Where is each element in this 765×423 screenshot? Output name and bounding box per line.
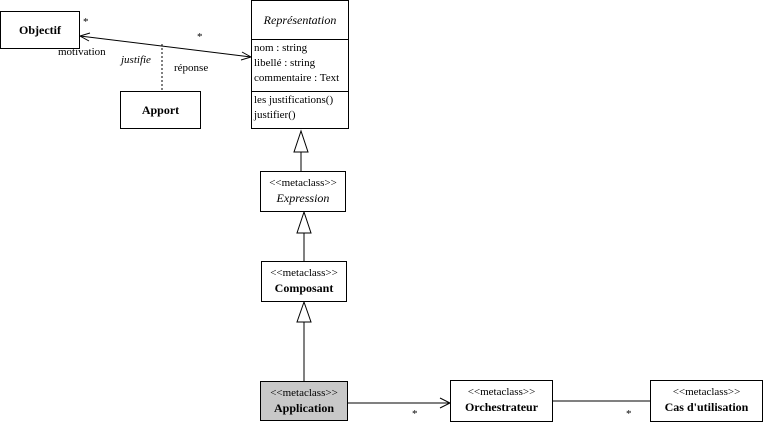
class-application[interactable]: <<metaclass>> Application xyxy=(260,381,348,421)
class-composant[interactable]: <<metaclass>> Composant xyxy=(261,261,347,302)
role-justifie: justifie xyxy=(121,54,151,66)
class-representation-operations: les justifications() justifier() xyxy=(252,92,348,124)
class-representation-title: Représentation xyxy=(252,1,348,40)
association-line-objectif-representation xyxy=(79,35,252,58)
multiplicity-orchestrateur: * xyxy=(412,408,418,420)
attribute-libelle: libellé : string xyxy=(254,57,316,69)
class-representation[interactable]: Représentation nom : string libellé : st… xyxy=(251,0,349,129)
multiplicity-objectif: * xyxy=(83,16,89,28)
class-expression-name: Expression xyxy=(276,191,330,205)
class-orchestrateur-stereotype: <<metaclass>> xyxy=(467,386,536,398)
class-representation-name: Représentation xyxy=(263,12,337,27)
class-expression[interactable]: <<metaclass>> Expression xyxy=(260,171,346,212)
generalization-arrow-composant xyxy=(296,300,312,323)
operation-justifier: justifier() xyxy=(254,109,296,121)
role-reponse: réponse xyxy=(174,62,209,74)
multiplicity-cas: * xyxy=(626,408,632,420)
generalization-arrow-expression xyxy=(296,210,312,234)
class-cas-utilisation-name: Cas d'utilisation xyxy=(664,400,749,414)
attribute-commentaire: commentaire : Text xyxy=(254,72,340,84)
class-application-stereotype: <<metaclass>> xyxy=(270,387,338,399)
multiplicity-representation: * xyxy=(197,31,203,43)
class-orchestrateur[interactable]: <<metaclass>> Orchestrateur xyxy=(450,380,553,422)
class-apport-name: Apport xyxy=(141,102,180,117)
class-composant-name: Composant xyxy=(274,281,334,295)
role-motivation: motivation xyxy=(58,46,106,58)
generalization-arrow-representation xyxy=(293,129,309,153)
class-representation-attributes: nom : string libellé : string commentair… xyxy=(252,40,348,92)
class-objectif[interactable]: Objectif xyxy=(0,11,80,49)
operation-les-justifications: les justifications() xyxy=(254,94,334,106)
class-cas-utilisation[interactable]: <<metaclass>> Cas d'utilisation xyxy=(650,380,763,422)
class-objectif-name: Objectif xyxy=(19,22,61,37)
class-cas-utilisation-stereotype: <<metaclass>> xyxy=(672,386,741,398)
attribute-nom: nom : string xyxy=(254,42,308,54)
class-application-name: Application xyxy=(273,401,334,415)
class-apport[interactable]: Apport xyxy=(120,91,201,129)
class-orchestrateur-name: Orchestrateur xyxy=(464,400,539,414)
class-composant-stereotype: <<metaclass>> xyxy=(270,267,338,279)
class-expression-stereotype: <<metaclass>> xyxy=(269,177,337,189)
arrowhead-objectif xyxy=(78,32,91,42)
